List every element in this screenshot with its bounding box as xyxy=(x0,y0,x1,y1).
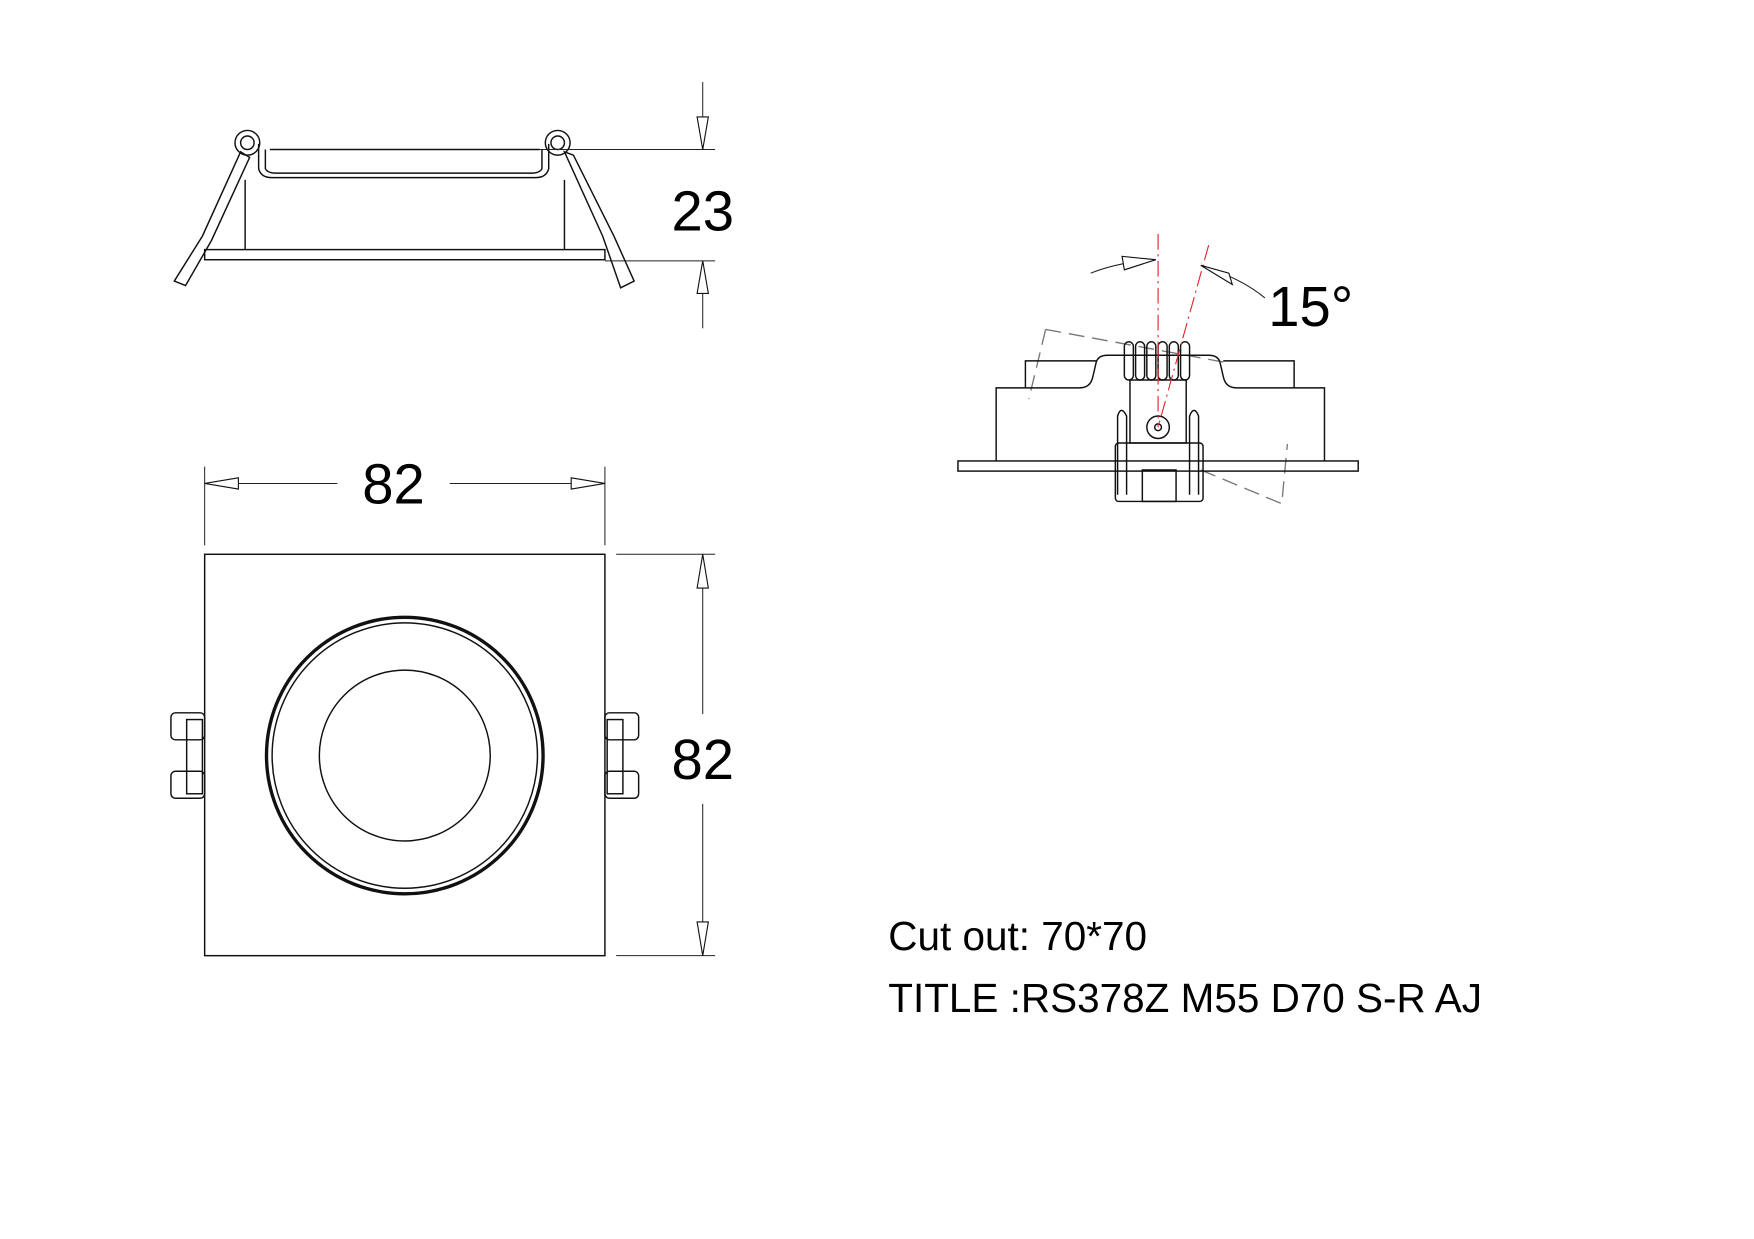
cut-out-note: Cut out: 70*70 xyxy=(888,913,1147,959)
side-view: 23 xyxy=(173,82,734,329)
title-note: TITLE :RS378Z M55 D70 S-R AJ xyxy=(888,975,1482,1021)
width-dimension-label: 82 xyxy=(362,453,425,516)
spring-right-icon xyxy=(544,129,571,156)
torsion-spring-icon xyxy=(1123,341,1191,381)
clip-right-icon xyxy=(604,712,640,799)
tilt-view: 15° xyxy=(957,233,1359,505)
depth-dimension-label: 82 xyxy=(671,728,734,791)
tilt-angle-label: 15° xyxy=(1268,275,1353,338)
clip-left-icon xyxy=(170,712,206,799)
spring-left-icon xyxy=(234,129,261,156)
height-dimension-label: 23 xyxy=(671,179,734,242)
top-view: 82 82 xyxy=(170,453,734,957)
